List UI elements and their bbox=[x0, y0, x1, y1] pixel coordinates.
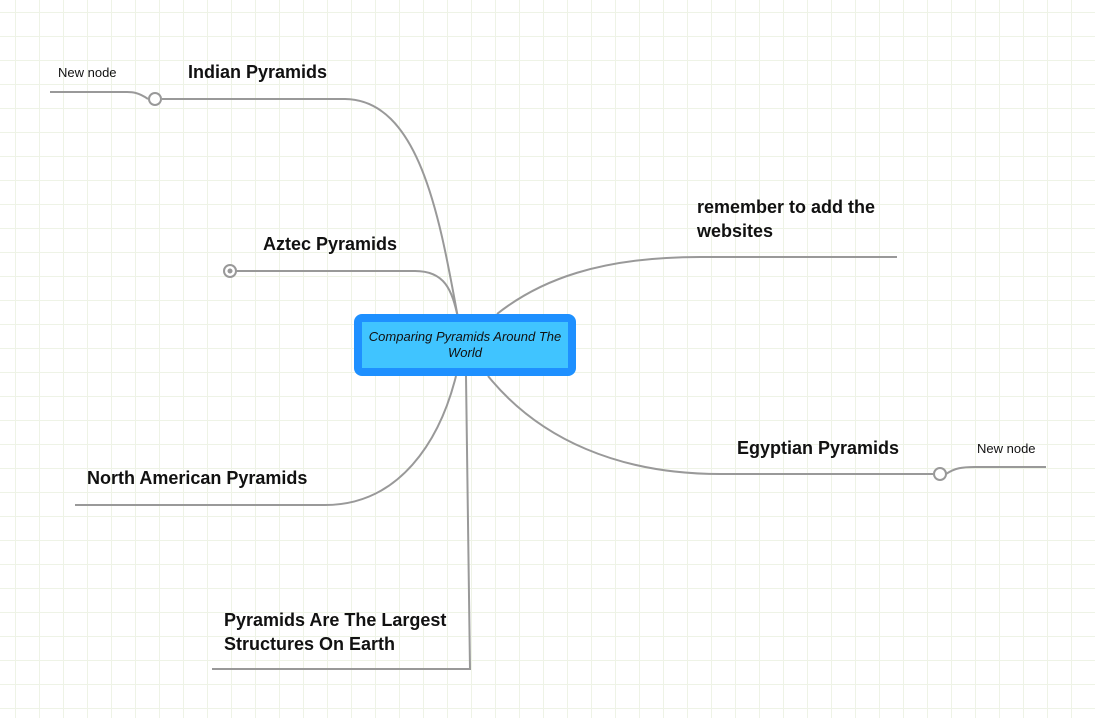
topic-line-2: websites bbox=[697, 221, 774, 241]
central-topic[interactable]: Comparing Pyramids Around The World bbox=[354, 314, 576, 376]
collapse-toggle-aztec[interactable] bbox=[223, 264, 237, 278]
topic-aztec-pyramids[interactable]: Aztec Pyramids bbox=[263, 234, 398, 254]
topic-egyptian-pyramids[interactable]: Egyptian Pyramids bbox=[737, 438, 900, 458]
connector-aztec bbox=[236, 270, 459, 319]
connector-indian bbox=[162, 98, 459, 319]
topic-pyramids-largest-structures[interactable]: Pyramids Are The Largest Structures On E… bbox=[224, 608, 446, 656]
topic-remember-websites[interactable]: remember to add the websites bbox=[697, 195, 875, 243]
connector-egyptian-newnode bbox=[945, 466, 1046, 475]
topic-line-1: Pyramids Are The Largest bbox=[224, 610, 447, 630]
expand-toggle-indian[interactable] bbox=[148, 92, 162, 106]
topic-line-2: Structures On Earth bbox=[224, 634, 396, 654]
connector-north-american bbox=[75, 375, 457, 506]
connector-indian-newnode bbox=[50, 91, 149, 100]
central-line-1: Comparing Pyramids Around The bbox=[368, 329, 562, 344]
central-topic-text: Comparing Pyramids Around The World bbox=[362, 322, 568, 368]
central-line-2: World bbox=[448, 345, 482, 360]
subtopic-egyptian-new-node[interactable]: New node bbox=[977, 441, 1036, 456]
expand-toggle-egyptian[interactable] bbox=[933, 467, 947, 481]
subtopic-indian-new-node[interactable]: New node bbox=[58, 65, 117, 80]
connector-largest bbox=[212, 375, 472, 670]
topic-indian-pyramids[interactable]: Indian Pyramids bbox=[188, 62, 328, 82]
topic-line-1: remember to add the bbox=[697, 197, 876, 217]
connector-remember bbox=[496, 256, 897, 315]
connector-egyptian bbox=[487, 375, 933, 475]
topic-north-american-pyramids[interactable]: North American Pyramids bbox=[87, 468, 308, 488]
